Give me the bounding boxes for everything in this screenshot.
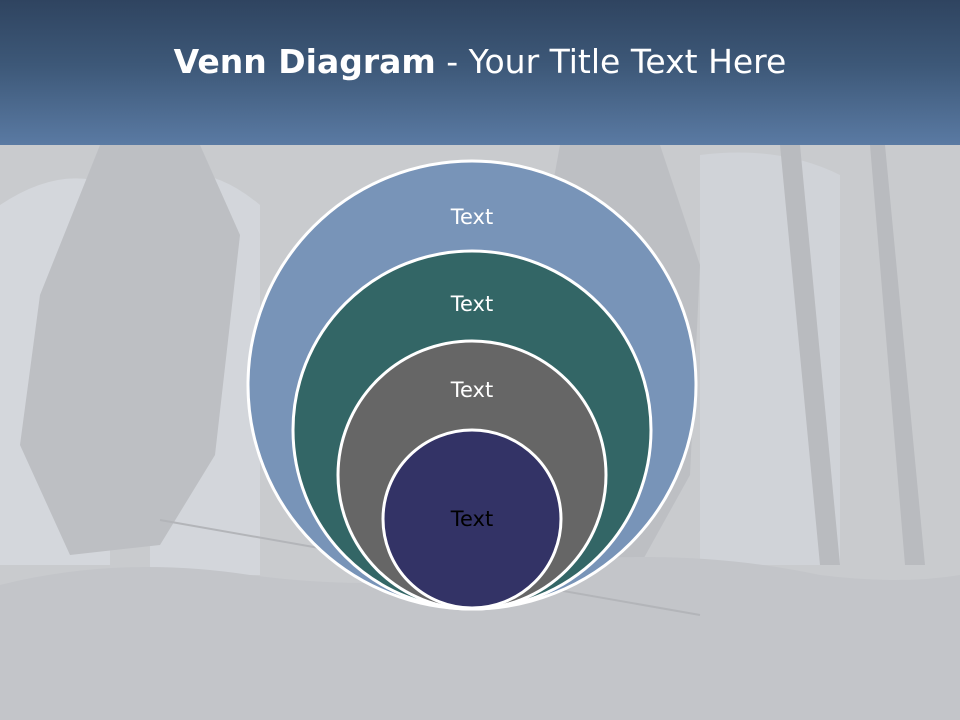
venn-circle-third-label: Text [450,378,493,402]
slide-title-bold: Venn Diagram [173,42,436,81]
venn-circle-inner: Text [381,428,563,610]
slide-title-rest: - Your Title Text Here [435,42,787,81]
title-bar: Venn Diagram - Your Title Text Here [0,0,960,145]
venn-circle-inner-shape [381,428,563,610]
venn-circle-second-label: Text [450,292,493,316]
slide-title: Venn Diagram - Your Title Text Here [0,42,960,82]
venn-circle-inner-label: Text [450,507,493,531]
venn-circle-outer-label: Text [450,205,493,229]
